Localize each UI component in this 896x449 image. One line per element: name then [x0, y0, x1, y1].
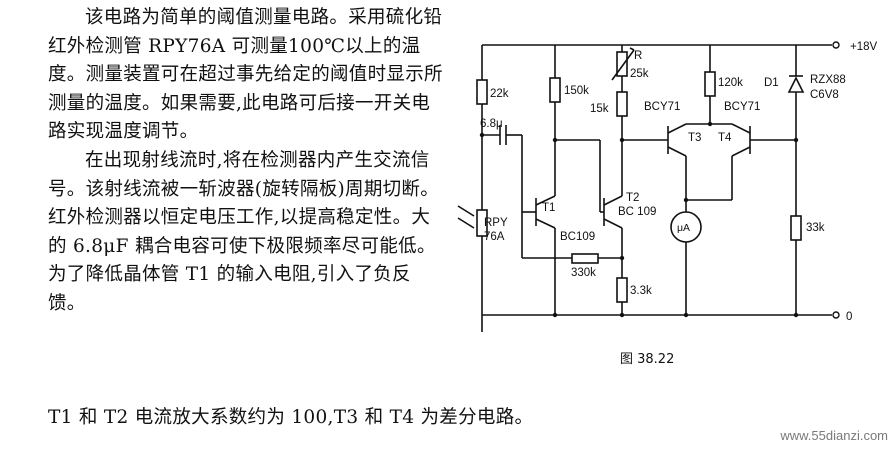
- label-15k: 15k: [590, 103, 609, 115]
- label-t2: T2: [626, 192, 639, 204]
- supply-zero-label: 0: [846, 311, 852, 323]
- article-text: 该电路为简单的阈值测量电路。采用硫化铅红外检测管 RPY76A 可测量100℃以…: [48, 4, 443, 319]
- label-t1: T1: [542, 202, 555, 214]
- label-rpy: RPY: [484, 217, 508, 229]
- label-bc109-t2: BC 109: [618, 206, 656, 218]
- label-bc109-t1: BC109: [560, 231, 595, 243]
- terminal-positive: [832, 41, 840, 49]
- label-120k: 120k: [718, 77, 743, 89]
- label-pot-r: R: [634, 50, 642, 62]
- supply-positive-label: +18V: [850, 41, 878, 53]
- label-330k: 330k: [571, 267, 596, 279]
- paragraph-1: 该电路为简单的阈值测量电路。采用硫化铅红外检测管 RPY76A 可测量100℃以…: [48, 7, 443, 143]
- terminal-zero: [832, 311, 840, 319]
- label-76a: 76A: [484, 231, 505, 243]
- label-c6v8: C6V8: [810, 89, 839, 101]
- paragraph-last-line: T1 和 T2 电流放大系数约为 100,T3 和 T4 为差分电路。: [48, 407, 534, 428]
- label-150k: 150k: [564, 85, 589, 97]
- label-bcy71-t3: BCY71: [644, 101, 680, 113]
- resistor-3-3k: [616, 277, 628, 303]
- resistor-33k: [790, 215, 802, 241]
- label-t3: T3: [688, 132, 701, 144]
- label-d1: D1: [764, 77, 779, 89]
- label-25k: 25k: [630, 68, 649, 80]
- label-bcy71-t4: BCY71: [724, 101, 760, 113]
- label-rzx88: RZX88: [810, 74, 846, 86]
- label-33k: 33k: [806, 222, 825, 234]
- resistor-22k: [476, 79, 488, 105]
- site-watermark: www.55dianzi.com: [780, 428, 888, 443]
- label-meter: μA: [677, 222, 690, 234]
- label-3-3k: 3.3k: [630, 285, 652, 297]
- figure-caption: 图 38.22: [620, 352, 674, 367]
- resistor-120k: [704, 71, 716, 97]
- label-cap: 6.8μ: [480, 118, 503, 130]
- paragraph-2: 在出现射线流时,将在检测器内产生交流信号。该射线流被一斩波器(旋转隔板)周期切断…: [48, 149, 440, 314]
- resistor-330k: [571, 253, 599, 264]
- resistor-15k: [616, 91, 628, 117]
- zener-diode-d1: [787, 76, 805, 93]
- resistor-150k: [549, 77, 561, 103]
- label-22k: 22k: [490, 88, 509, 100]
- label-t4: T4: [718, 132, 732, 144]
